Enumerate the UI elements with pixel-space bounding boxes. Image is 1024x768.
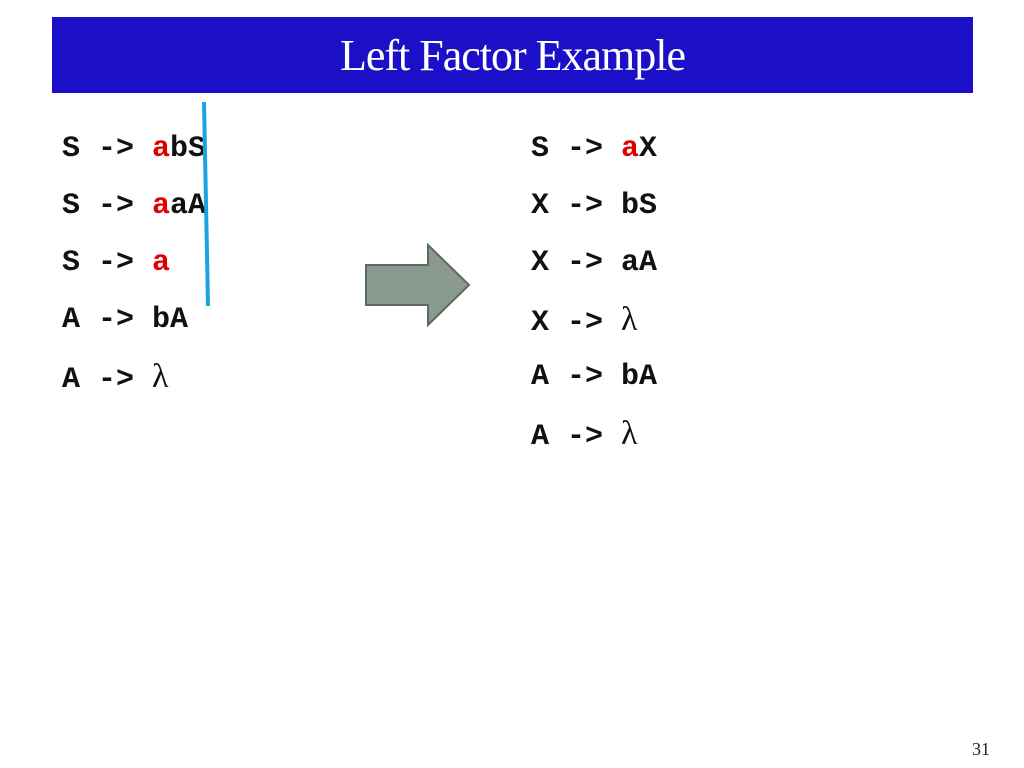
original-grammar: S -> abS S -> aaA S -> a A -> bA A -> λ	[62, 134, 206, 419]
rule-rest: bA	[152, 303, 189, 337]
right-arrow-shape	[365, 243, 471, 328]
rule-head: X ->	[531, 189, 622, 223]
rule-rest: λ	[152, 358, 169, 395]
grammar-rule: S -> abS	[62, 134, 206, 191]
grammar-rule: A -> λ	[531, 417, 657, 476]
grammar-rule: A -> bA	[62, 305, 206, 362]
rule-head: S ->	[62, 246, 153, 280]
rule-rest: X	[639, 132, 658, 166]
grammar-rule: A -> bA	[531, 362, 657, 419]
page-number: 31	[972, 739, 990, 759]
grammar-rule: A -> λ	[62, 360, 206, 419]
rule-head: A ->	[531, 360, 622, 394]
common-prefix: a	[152, 132, 171, 166]
prefix-divider-stroke	[202, 101, 210, 307]
rule-rest: aA	[170, 189, 207, 223]
rule-head: A ->	[531, 420, 622, 454]
rule-head: A ->	[62, 363, 153, 397]
rule-rest: λ	[621, 415, 638, 452]
grammar-rule: X -> aA	[531, 248, 657, 305]
left-factored-grammar: S -> aX X -> bS X -> aA X -> λ A -> bA A…	[531, 134, 657, 476]
grammar-rule: X -> bS	[531, 191, 657, 248]
right-arrow-icon	[365, 243, 471, 328]
rule-head: X ->	[531, 306, 622, 340]
rule-rest: λ	[621, 301, 638, 338]
rule-head: S ->	[531, 132, 622, 166]
common-prefix: a	[621, 132, 640, 166]
common-prefix: a	[152, 189, 171, 223]
grammar-rule: S -> aaA	[62, 191, 206, 248]
common-prefix: a	[152, 246, 171, 280]
title-bar: Left Factor Example	[52, 17, 973, 93]
rule-rest: bA	[621, 360, 658, 394]
grammar-rule: X -> λ	[531, 303, 657, 362]
rule-rest: bS	[170, 132, 207, 166]
grammar-rule: S -> a	[62, 248, 206, 305]
rule-head: A ->	[62, 303, 153, 337]
rule-head: X ->	[531, 246, 622, 280]
rule-head: S ->	[62, 132, 153, 166]
grammar-rule: S -> aX	[531, 134, 657, 191]
rule-head: S ->	[62, 189, 153, 223]
rule-rest: bS	[621, 189, 658, 223]
slide-title: Left Factor Example	[339, 30, 686, 80]
rule-rest: aA	[621, 246, 658, 280]
